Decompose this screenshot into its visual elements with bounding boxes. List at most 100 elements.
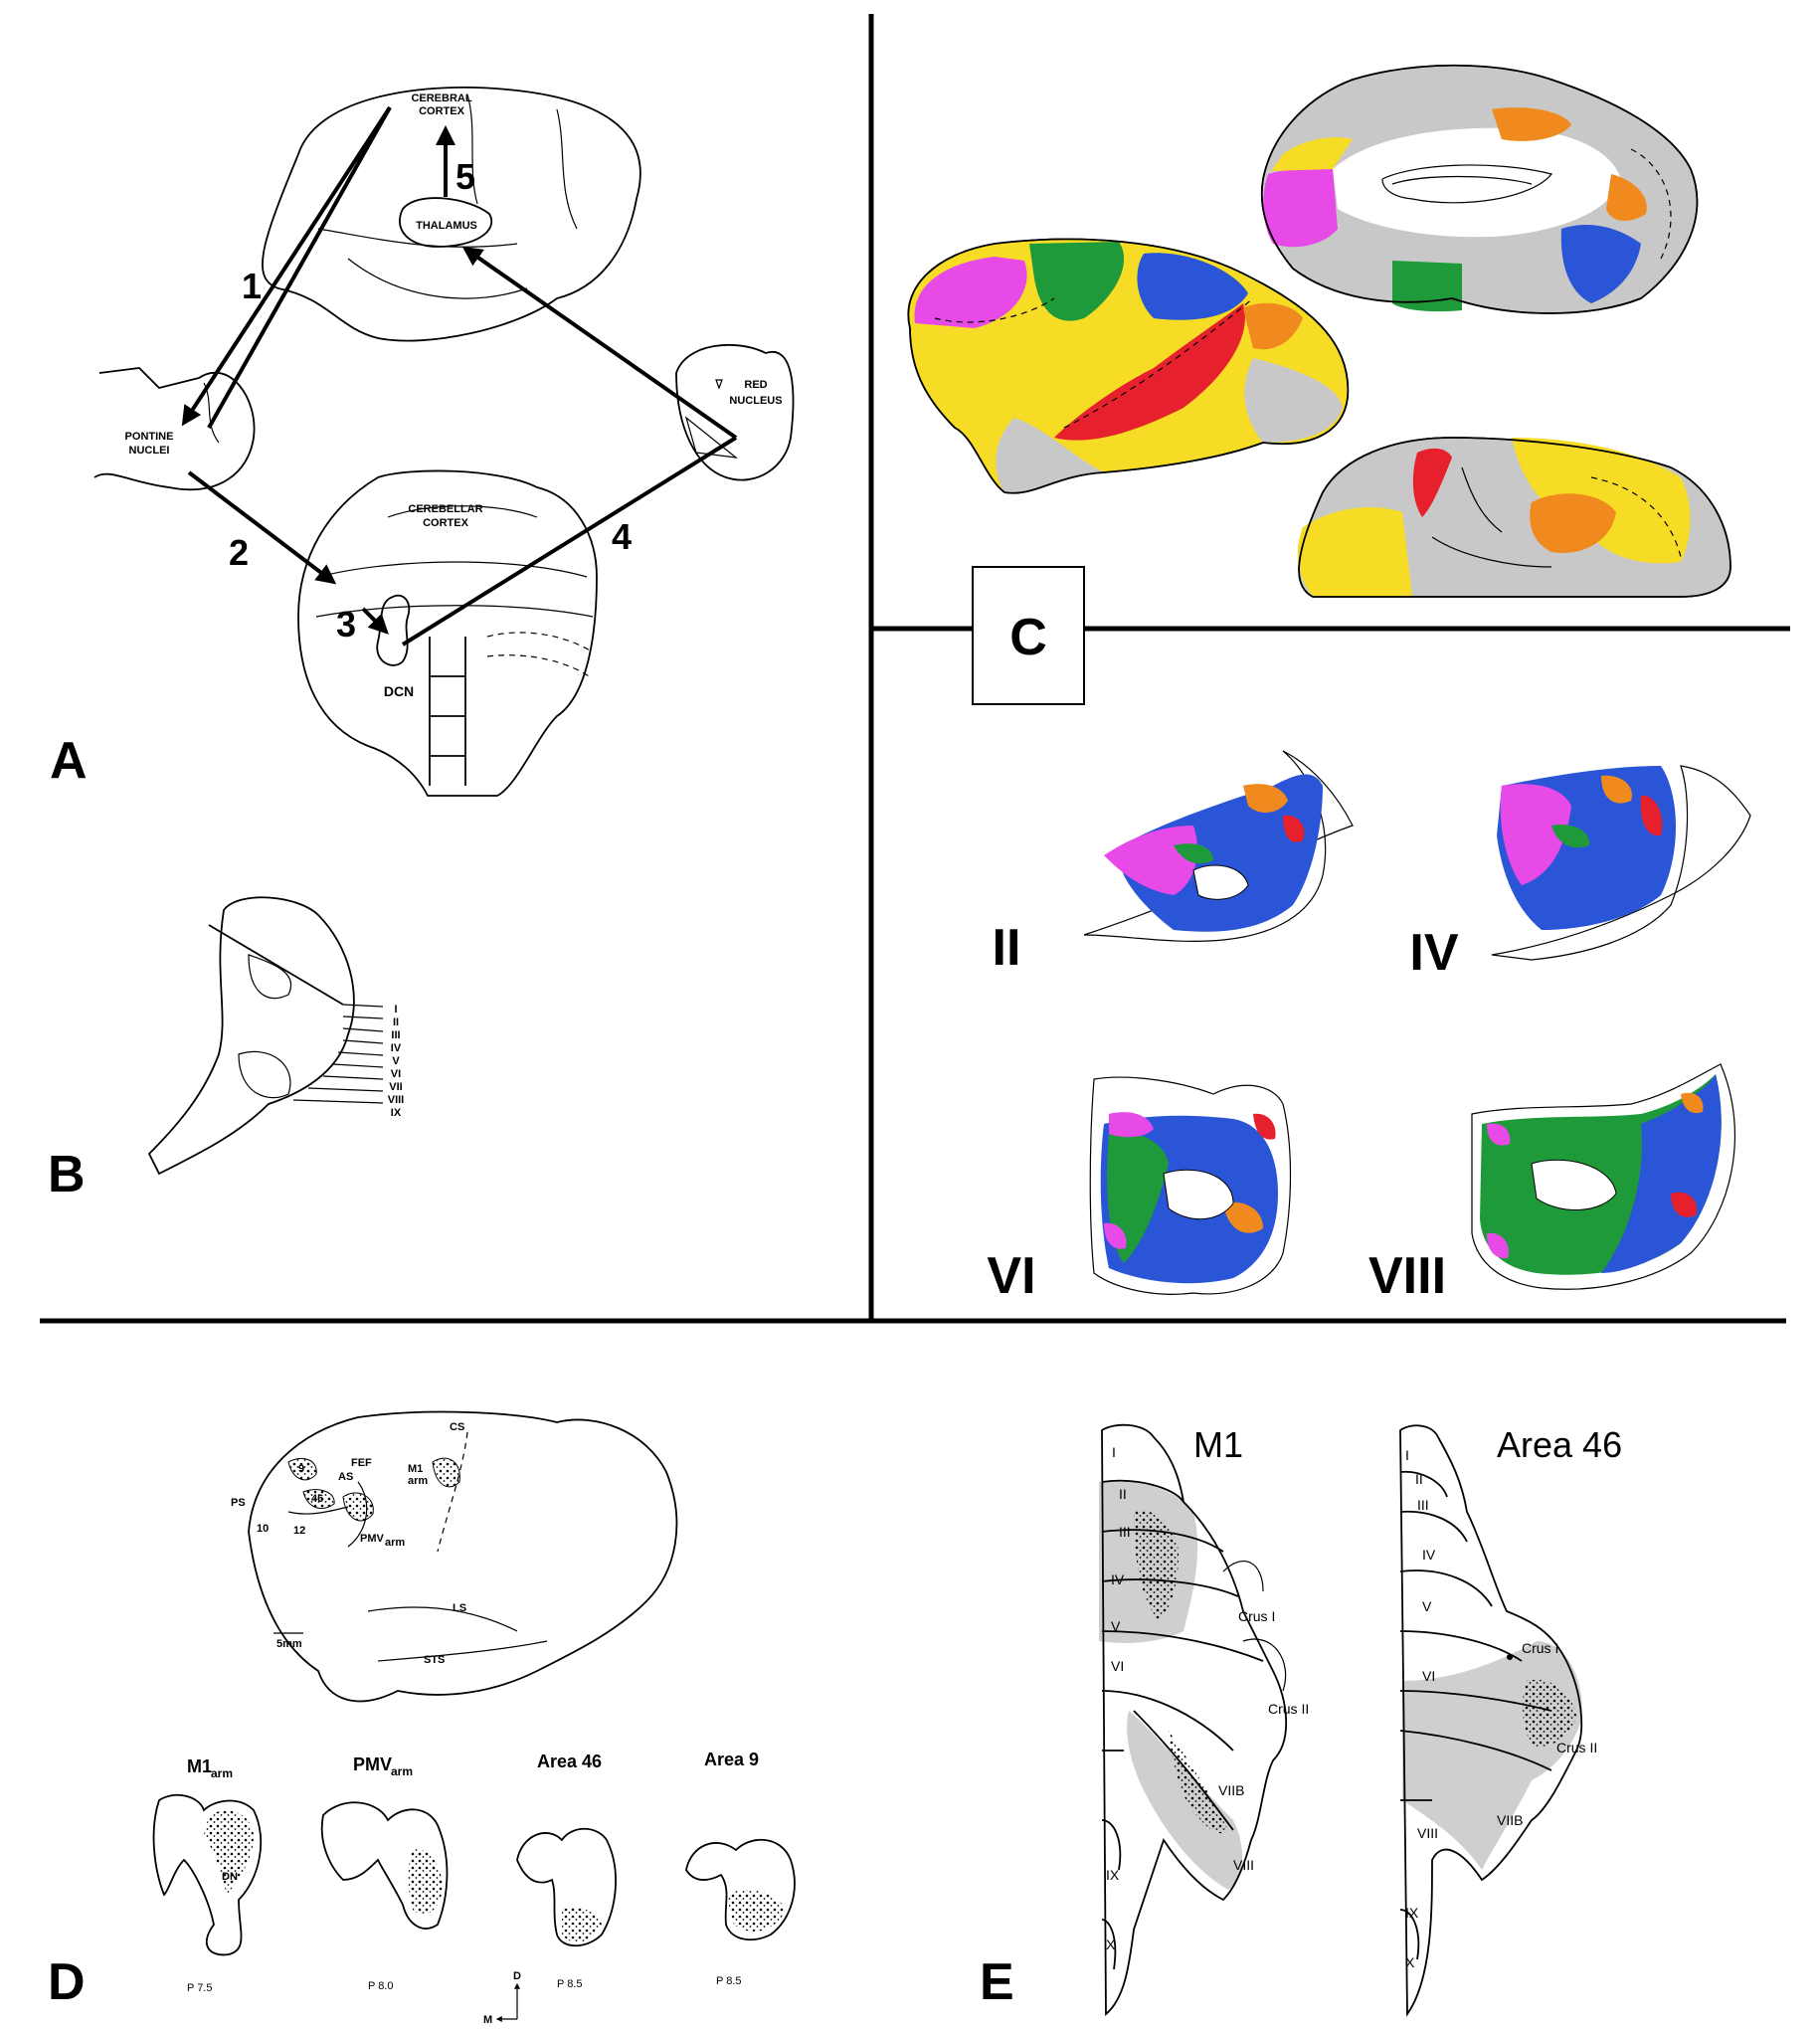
m1-labeled-cells-upper: [1134, 1511, 1179, 1621]
lobule-label: IX: [1106, 1867, 1120, 1883]
lobule-label: II: [1415, 1471, 1423, 1487]
medial-magenta: [1263, 168, 1338, 248]
injection-m1: [432, 1457, 460, 1488]
m1-sub-label: arm: [408, 1475, 428, 1487]
section-outline: [152, 1793, 263, 1956]
section-viii-hole: [1531, 1159, 1617, 1210]
injection-area-9: [287, 1458, 317, 1481]
section-vi: VI: [987, 1076, 1292, 1305]
section-iv: IV: [1409, 765, 1751, 982]
cerebral-cortex-label-2: CORTEX: [419, 105, 465, 117]
section-dots: [726, 1890, 786, 1932]
panel-e: M1 I II III IV V VI VIIB VIII IX X Crus …: [980, 1423, 1622, 2017]
medial-outline: [1260, 64, 1699, 314]
section-ii-magenta: [1104, 826, 1197, 895]
lobule-list: I II III IV V VI VII VIII IX: [388, 1004, 405, 1119]
arrow-4-dcn-to-red: [401, 436, 738, 646]
panel-d-letter: D: [48, 1953, 86, 2011]
section-viii-magenta-2: [1487, 1232, 1509, 1259]
medial-orange-side: [1606, 174, 1647, 221]
central-sulcus-dashed: [437, 1431, 468, 1553]
area-9-label: 9: [298, 1463, 304, 1475]
column-pos: P 7.5: [187, 1982, 213, 1994]
arrow-4-red-to-thalamus: [461, 246, 738, 440]
column-title: PMV: [353, 1754, 392, 1774]
lobule-label: V: [1111, 1618, 1121, 1634]
section-plane: [208, 924, 344, 1006]
thalamus-label: THALAMUS: [416, 220, 477, 232]
m1-title: M1: [1193, 1424, 1243, 1465]
section-viii-orange: [1681, 1092, 1704, 1114]
panel-d: 9 46 10 12 FEF M1 arm PMV arm PS AS CS L…: [48, 1410, 796, 2026]
brainstem-inner-1: [248, 954, 292, 1000]
injection-pmv: [342, 1492, 374, 1522]
temporal-lobe: [347, 258, 528, 299]
pontine-label-1: PONTINE: [125, 431, 174, 443]
arrow-2-pons-to-cerebellum: [187, 470, 337, 585]
thalamus-outline: [399, 197, 492, 248]
area-10-label: 10: [257, 1523, 269, 1535]
section-viii-red: [1671, 1192, 1697, 1217]
lobule-label: VIII: [1233, 1857, 1254, 1873]
medial-sulci: [1381, 164, 1553, 204]
axis-d-label: D: [513, 1970, 521, 1982]
section-vi-label: VI: [987, 1247, 1035, 1305]
m1-gray-region-lower: [1127, 1711, 1243, 1890]
ventral-hemisphere-map: [1297, 437, 1731, 598]
arrow-1-return-line: [207, 106, 392, 429]
lobule-label: V: [392, 1055, 400, 1067]
cerebellar-dashed-folia: [486, 632, 593, 677]
a46-labeled-cells: [1522, 1680, 1576, 1747]
column-title: Area 9: [704, 1750, 759, 1769]
red-nucleus-triangle: [684, 416, 739, 459]
dn-label: DN: [222, 1871, 238, 1883]
panel-e-letter: E: [980, 1953, 1014, 2011]
axis-m-label: M: [483, 2014, 492, 2026]
m1-crus-lobes: [1222, 1561, 1287, 1692]
section-vi-red: [1253, 1113, 1276, 1140]
column-pos: P 8.5: [716, 1975, 742, 1987]
section-iv-magenta: [1500, 784, 1571, 885]
lobule-lines: [292, 1004, 384, 1104]
lateral-gray-temporal: [1244, 358, 1343, 443]
section-ii: II: [993, 750, 1354, 977]
a46-folia: [1399, 1470, 1552, 1960]
column-m1: M1 arm DN P 7.5: [152, 1756, 263, 1994]
section-ii-label: II: [993, 919, 1021, 977]
pontine-label-2: NUCLEI: [129, 445, 170, 457]
column-title-sub: arm: [391, 1764, 413, 1778]
lateral-orange: [1243, 302, 1303, 350]
lobule-label: X: [1106, 1937, 1116, 1952]
a46-lobule-labels: I II III IV V VI VIII VIIB IX X: [1405, 1447, 1523, 1970]
red-nucleus-mark: [715, 379, 723, 390]
m1-label: M1: [408, 1463, 423, 1475]
section-vi-hole: [1163, 1169, 1234, 1220]
section-outline: [320, 1801, 449, 1930]
section-ii-orange: [1243, 784, 1288, 813]
step-5-label: 5: [455, 156, 475, 197]
panel-dividers: [40, 14, 1790, 1324]
panel-b-letter: B: [48, 1146, 86, 1203]
step-4-label: 4: [612, 516, 632, 557]
a46-crus2-label: Crus II: [1556, 1740, 1597, 1755]
step-2-label: 2: [229, 532, 249, 573]
lobule-label: X: [1405, 1954, 1415, 1970]
column-area9: Area 9 P 8.5: [685, 1750, 796, 1987]
medial-orange-top: [1492, 107, 1571, 141]
lateral-sulcus: [367, 1606, 518, 1632]
medial-green: [1392, 261, 1462, 312]
pmv-label: PMV: [360, 1533, 385, 1545]
lobule-label: VIII: [1417, 1825, 1438, 1841]
sagittal-brainstem: [147, 896, 355, 1176]
lobule-label: I: [1405, 1447, 1409, 1463]
lateral-gray-base: [996, 418, 1104, 493]
pmv-sub-label: arm: [385, 1537, 405, 1549]
ventral-yellow-left: [1297, 507, 1412, 597]
section-iv-orange: [1601, 775, 1632, 804]
lobule-label: IV: [1111, 1571, 1125, 1587]
lobule-label: VIIB: [1497, 1812, 1523, 1828]
section-iv-red: [1640, 795, 1663, 836]
section-dots: [562, 1908, 602, 1942]
lobule-label: III: [1119, 1524, 1131, 1540]
scale-bar-label: 5mm: [276, 1638, 302, 1650]
